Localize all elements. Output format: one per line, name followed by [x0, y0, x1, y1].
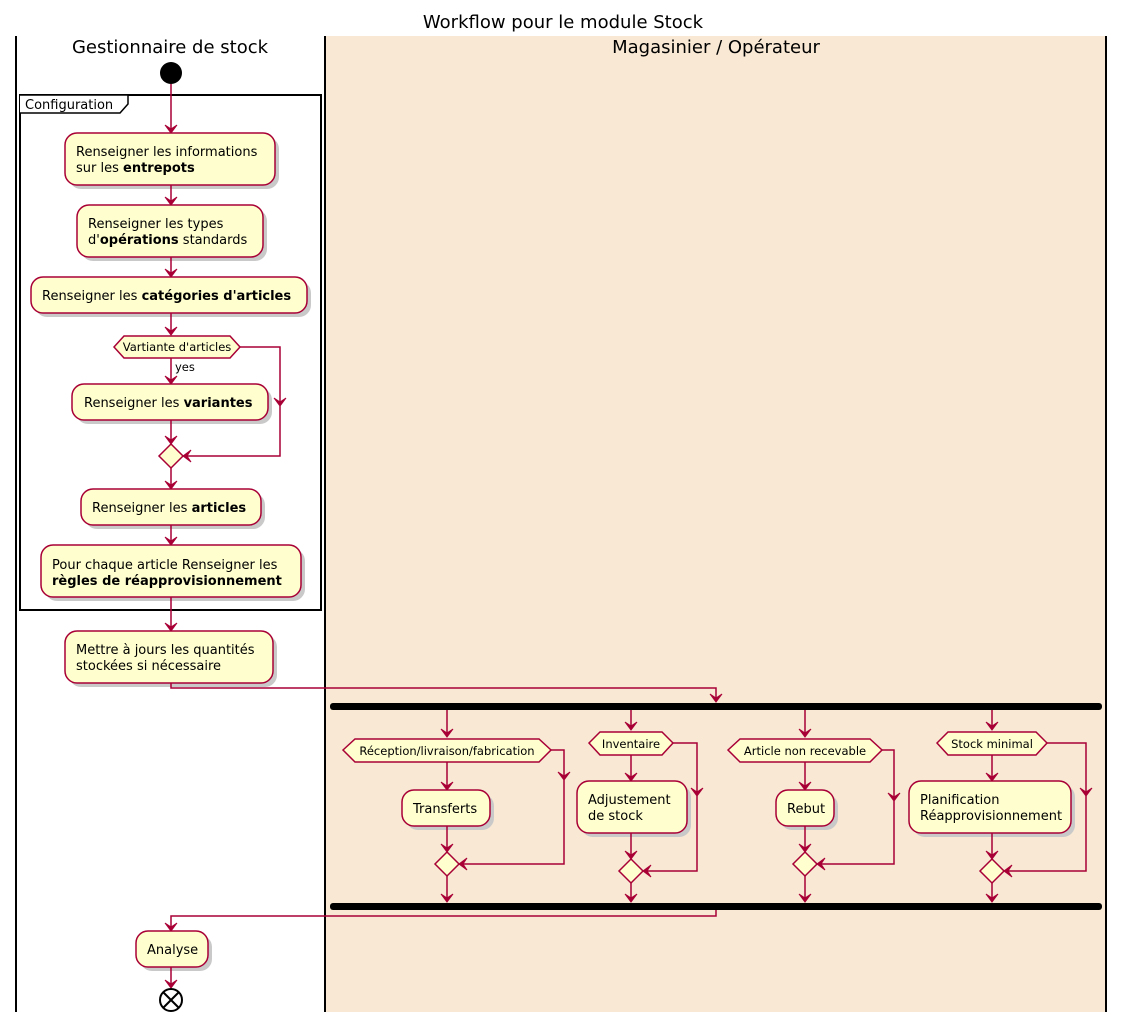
end-node-icon [159, 988, 183, 1012]
start-node-icon [160, 62, 182, 84]
lane-title-gestionnaire: Gestionnaire de stock [72, 37, 269, 58]
activity-categories-text: Renseigner les catégories d'articles [42, 289, 291, 304]
activity-analyse [135, 930, 209, 968]
activity-rebut-text: Rebut [787, 802, 825, 817]
fork-bar [330, 703, 1102, 710]
diagram-title: Workflow pour le module Stock [423, 12, 704, 33]
lane-right-background [326, 36, 1106, 1012]
decision-non-recevable-text: Article non recevable [744, 744, 866, 758]
decision-inventaire-text: Inventaire [602, 737, 660, 751]
activity-planification-text: Planification Réapprovisionnement [920, 793, 1062, 824]
activity-variantes-text: Renseigner les variantes [84, 396, 253, 411]
merge-variante [157, 442, 185, 470]
decision-variante-text: Vartiante d'articles [123, 340, 232, 354]
lane-title-magasinier: Magasinier / Opérateur [612, 37, 820, 58]
activity-planification [908, 780, 1072, 834]
activity-entrepots-text: Renseigner les informations sur les entr… [76, 145, 262, 176]
activity-quantites-text: Mettre à jours les quantités stockées si… [76, 643, 259, 674]
activity-operations-text: Renseigner les types d'opérations standa… [88, 217, 247, 248]
activity-variantes [71, 383, 269, 421]
configuration-group-tab [20, 94, 129, 114]
activity-transferts [401, 789, 491, 827]
activity-ajustement [576, 780, 688, 834]
join-bar [330, 903, 1102, 910]
activity-regles-text: Pour chaque article Renseigner les règle… [52, 558, 282, 589]
activity-ajustement-text: Adjustement de stock [588, 793, 675, 824]
configuration-group-label: Configuration [25, 98, 113, 113]
decision-variante-yes: yes [175, 360, 195, 374]
activity-analyse-text: Analyse [147, 943, 198, 958]
activity-transferts-text: Transferts [412, 802, 477, 817]
activity-categories [30, 276, 308, 314]
activity-articles-text: Renseigner les articles [92, 501, 246, 516]
activity-quantites [64, 630, 274, 684]
decision-stock-minimal-text: Stock minimal [951, 737, 1033, 751]
decision-reception-text: Réception/livraison/fabrication [359, 744, 534, 758]
activity-operations [76, 204, 264, 258]
activity-entrepots [64, 132, 276, 186]
